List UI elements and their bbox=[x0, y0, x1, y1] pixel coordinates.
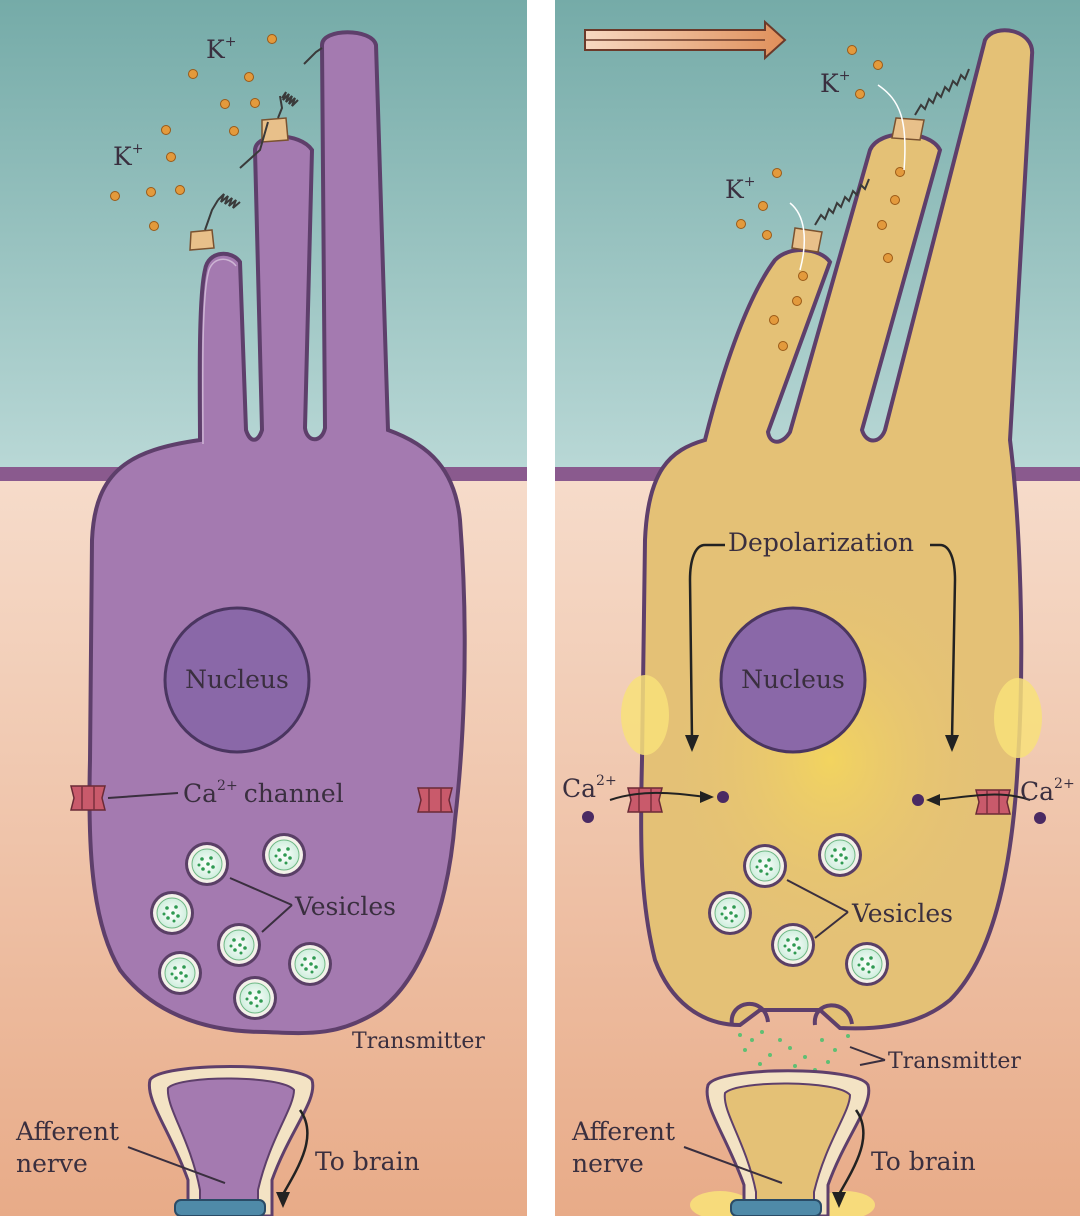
vesicles-label: Vesicles bbox=[851, 899, 953, 928]
potassium-label-1: K+ bbox=[820, 68, 850, 98]
afferent-nerve-label-line2: nerve bbox=[16, 1149, 88, 1178]
calcium-label-right: Ca2+ bbox=[1020, 776, 1075, 806]
to-brain-label: To brain bbox=[871, 1147, 976, 1176]
afferent-nerve-label-line2: nerve bbox=[572, 1149, 644, 1178]
stimulus-arrow-icon bbox=[584, 19, 787, 61]
nucleus-label: Nucleus bbox=[185, 665, 289, 694]
tip-link-spring-icon bbox=[204, 47, 323, 231]
transmitter-molecules bbox=[738, 1030, 850, 1072]
afferent-nerve-terminal bbox=[147, 1065, 315, 1216]
calcium-label-left: Ca2+ bbox=[562, 773, 617, 803]
exocytosis bbox=[729, 1002, 854, 1026]
panel-resting: K+ K+ Nucleus Ca2+channel Vesicles Trans… bbox=[0, 0, 527, 1216]
nucleus: Nucleus bbox=[163, 606, 311, 754]
afferent-nerve-label-line1: Afferent bbox=[15, 1117, 119, 1146]
nucleus: Nucleus bbox=[719, 606, 867, 754]
vesicles-label: Vesicles bbox=[294, 892, 396, 921]
potassium-label-2: K+ bbox=[113, 141, 143, 171]
panel-stimulated: K+ K+ Depolarization Nucleus bbox=[555, 0, 1080, 1216]
to-brain-arrow-icon bbox=[280, 1109, 309, 1197]
potassium-label-1: K+ bbox=[206, 34, 236, 64]
panel-divider bbox=[527, 0, 555, 1216]
tip-link-spring-icon bbox=[814, 68, 970, 226]
nucleus-label: Nucleus bbox=[741, 665, 845, 694]
calcium-channel-label: Ca2+channel bbox=[183, 778, 344, 808]
to-brain-arrow-icon bbox=[836, 1109, 865, 1197]
transmitter-label: Transmitter bbox=[352, 1029, 485, 1054]
potassium-label-2: K+ bbox=[725, 174, 755, 204]
depolarization-label: Depolarization bbox=[728, 528, 914, 557]
depolarization-glow bbox=[621, 675, 1042, 1216]
afferent-nerve-terminal bbox=[705, 1069, 871, 1216]
to-brain-label: To brain bbox=[315, 1147, 420, 1176]
transduction-channel-icon bbox=[189, 117, 289, 251]
afferent-nerve-label-line1: Afferent bbox=[571, 1117, 675, 1146]
hair-cell-body bbox=[87, 30, 467, 1036]
depolarization-arrows bbox=[688, 543, 957, 741]
transduction-channel-icon bbox=[791, 117, 925, 253]
transmitter-label: Transmitter bbox=[888, 1049, 1021, 1074]
